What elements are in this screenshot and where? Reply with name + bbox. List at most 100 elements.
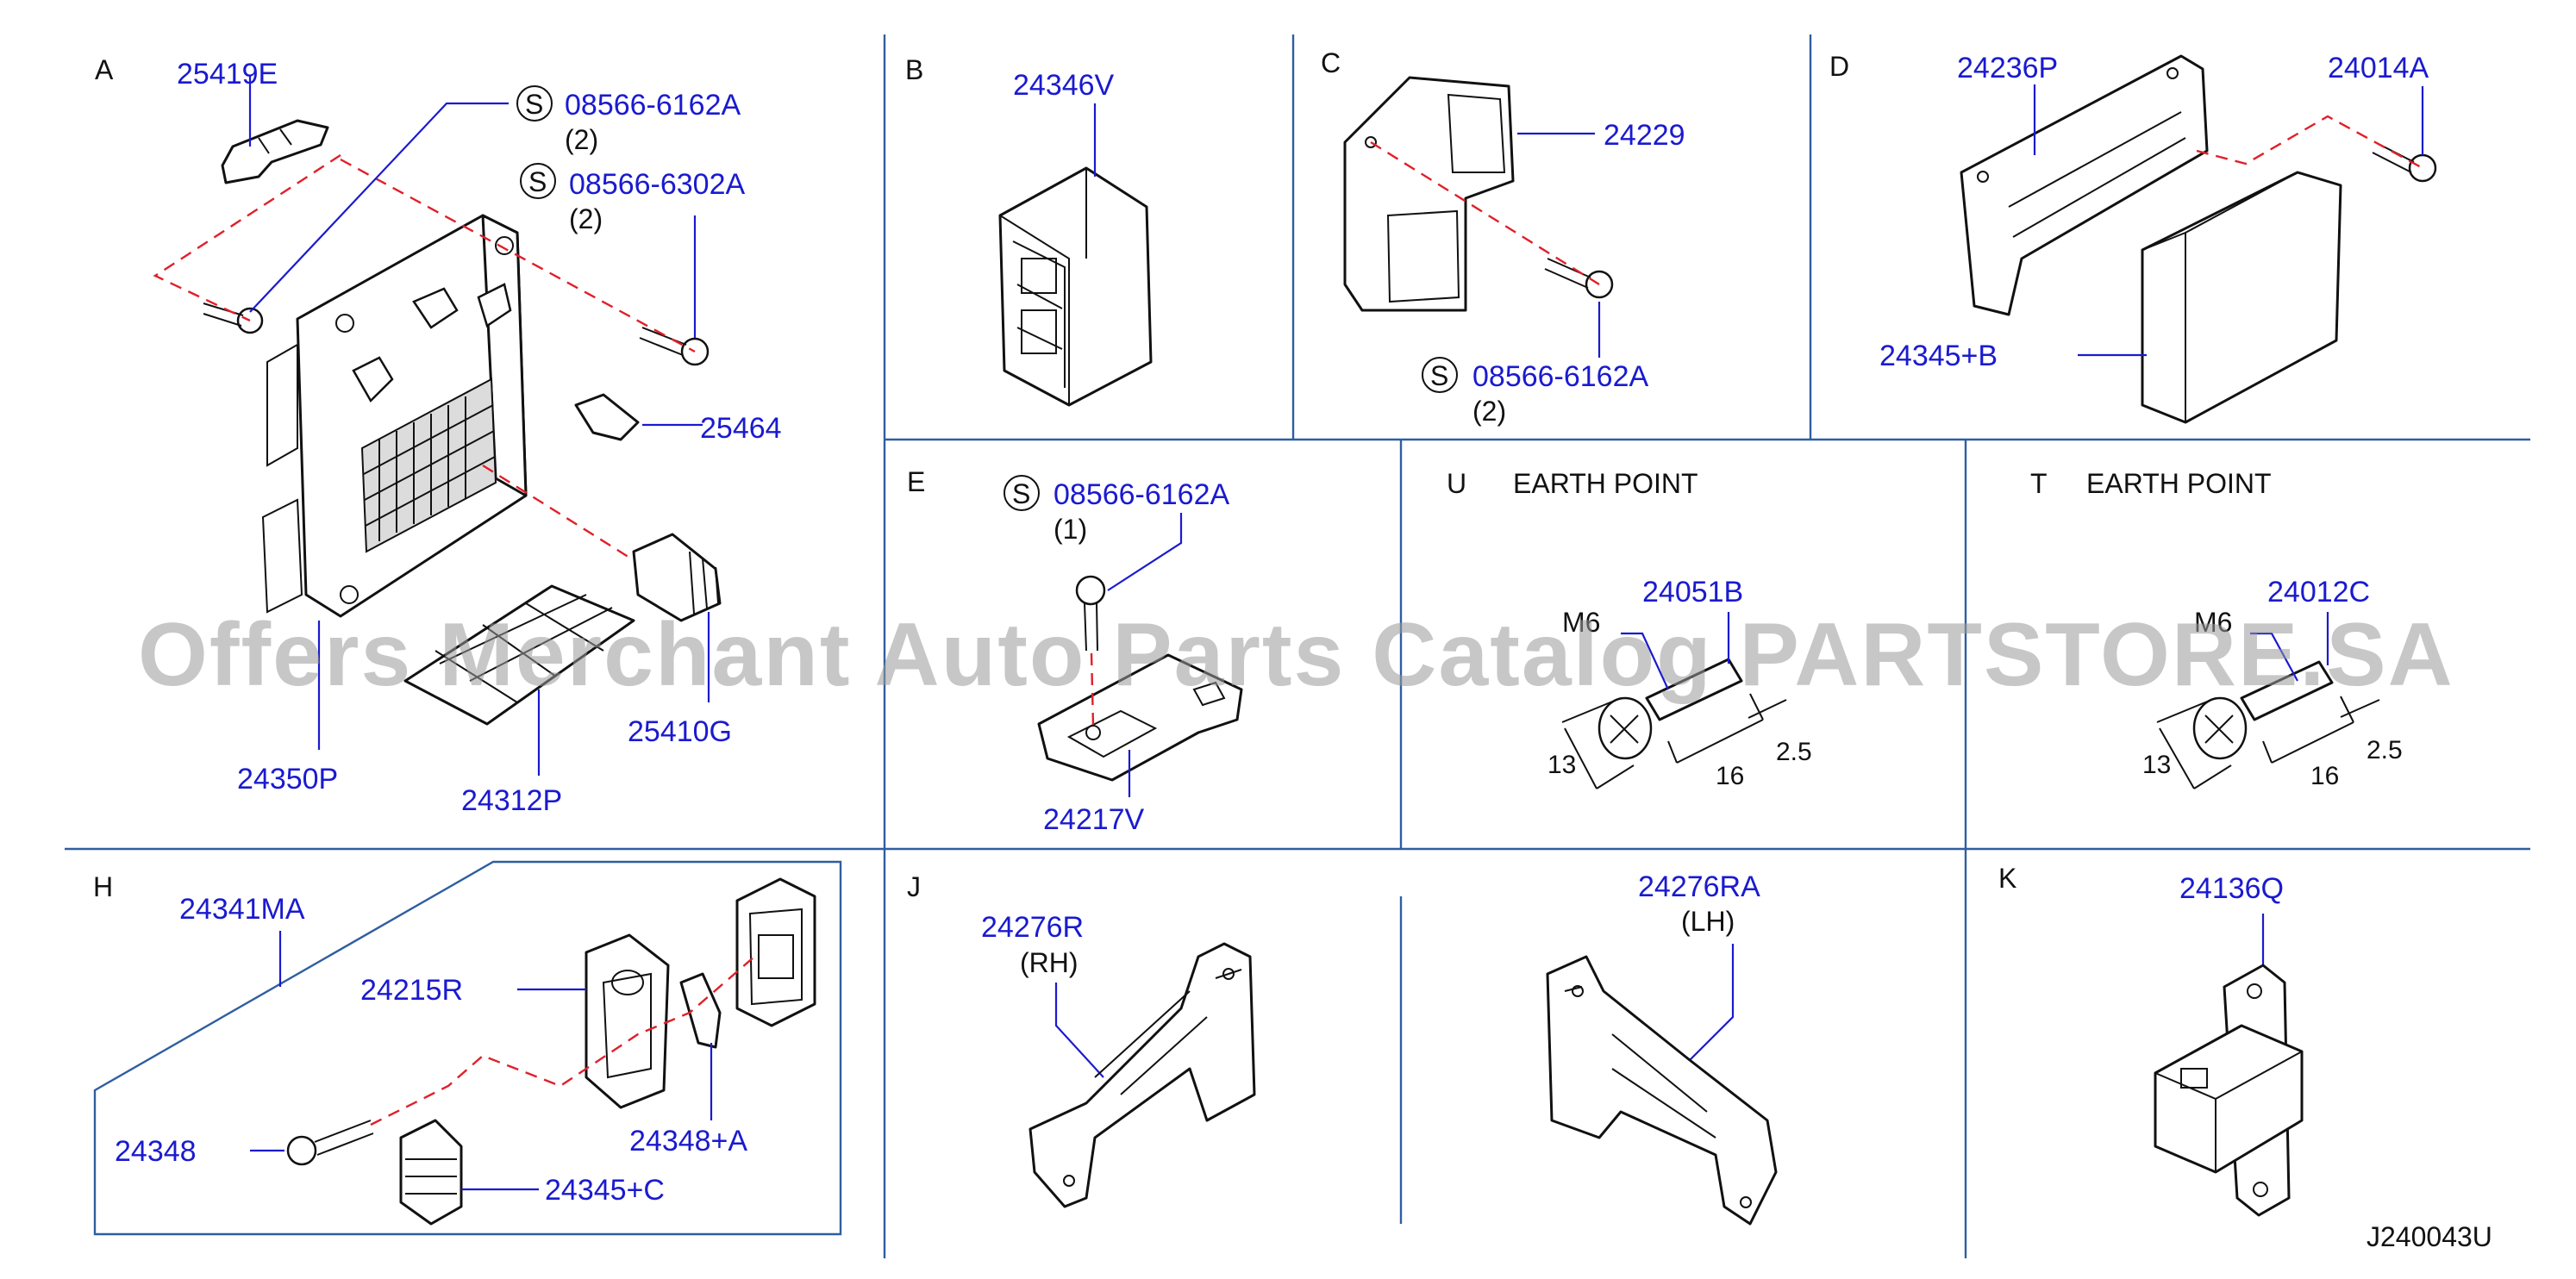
- section-label-h: H: [93, 871, 113, 902]
- dim-13-u: 13: [1547, 751, 1576, 779]
- bracket-24229-drawing: [1343, 76, 1515, 312]
- section-label-a: A: [95, 54, 114, 85]
- dim-line-25-t: [2340, 699, 2380, 718]
- thread-t: M6: [2194, 607, 2232, 638]
- s-mark-a2: S: [528, 166, 547, 197]
- dashed-guide-a3: [482, 464, 635, 562]
- bracket-24236p-drawing: [1960, 54, 2209, 316]
- section-label-e: E: [907, 466, 925, 497]
- dashed-guide-a2: [340, 158, 696, 353]
- section-e: E S 08566-6162A (1) 24217V: [907, 466, 1243, 836]
- part-08566-6302a[interactable]: 08566-6302A: [569, 168, 746, 201]
- diagram-code: J240043U: [2367, 1221, 2492, 1252]
- part-24276ra[interactable]: 24276RA: [1638, 870, 1760, 903]
- bolt-6302-drawing: [639, 327, 710, 366]
- part-24345c[interactable]: 24345+C: [545, 1174, 665, 1207]
- part-24350p[interactable]: 24350P: [237, 763, 338, 795]
- part-24348a[interactable]: 24348+A: [629, 1125, 747, 1157]
- part-24345b[interactable]: 24345+B: [1879, 340, 1998, 372]
- part-24051b[interactable]: 24051B: [1642, 576, 1743, 608]
- connector-24346v-drawing: [998, 166, 1153, 407]
- part-24236p[interactable]: 24236P: [1957, 52, 2058, 84]
- section-k: K 24136Q: [1998, 863, 2304, 1217]
- dashed-guide-a1: [153, 153, 341, 322]
- watermark: Offers Merchant Auto Parts Catalog PARTS…: [138, 605, 2454, 705]
- fuse-25464-drawing: [574, 393, 640, 441]
- section-title-u: EARTH POINT: [1513, 468, 1698, 499]
- bracket-24217v-drawing: [1037, 653, 1243, 782]
- dim-line-16-t: [2262, 696, 2354, 764]
- dim-line-16-u: [1667, 693, 1764, 764]
- h-frame: [93, 860, 842, 1236]
- lh-label: (LH): [1681, 906, 1735, 937]
- section-t: T EARTH POINT 24012C M6 13 16 2.5: [2030, 468, 2403, 790]
- s-mark-c: S: [1430, 360, 1448, 391]
- section-c: C 24229 S 08566-6162A (2): [1321, 47, 1685, 427]
- section-label-k: K: [1998, 863, 2016, 894]
- part-08566-6162a-a[interactable]: 08566-6162A: [565, 89, 741, 122]
- s-mark-e: S: [1012, 478, 1030, 509]
- s-mark-a1: S: [525, 89, 543, 120]
- bolt-24348-drawing: [286, 1120, 374, 1166]
- rh-label: (RH): [1020, 947, 1079, 978]
- section-j: J 24276R (RH) 24276RA (LH): [907, 870, 1778, 1226]
- part-08566-6162a-c[interactable]: 08566-6162A: [1472, 360, 1649, 393]
- clip-25419e-drawing: [221, 119, 329, 184]
- section-h: H 24341MA 24215R 24348 24348+A: [93, 860, 842, 1236]
- dim-16-u: 16: [1716, 762, 1744, 790]
- section-u: U EARTH POINT 24051B M6 13 16 2.5: [1447, 468, 1812, 790]
- part-24012c[interactable]: 24012C: [2267, 576, 2370, 608]
- earth-bolt-u-drawing: [1597, 658, 1743, 760]
- section-a: A: [95, 54, 782, 817]
- bracket-24215r-drawing: [585, 933, 670, 1109]
- part-24014a[interactable]: 24014A: [2328, 52, 2429, 84]
- connector-24345c-drawing: [399, 1119, 463, 1226]
- part-25410g[interactable]: 25410G: [628, 715, 732, 748]
- part-25419e[interactable]: 25419E: [177, 58, 278, 90]
- part-24136q[interactable]: 24136Q: [2179, 872, 2284, 905]
- bolt-24014a-drawing: [2372, 141, 2437, 183]
- bolt-24229-drawing: [1544, 258, 1614, 299]
- section-b: B 24346V: [905, 54, 1153, 407]
- section-label-u: U: [1447, 468, 1466, 499]
- part-24215r[interactable]: 24215R: [360, 974, 463, 1007]
- bracket-24276ra-drawing: [1546, 955, 1778, 1226]
- part-24217v[interactable]: 24217V: [1043, 803, 1145, 836]
- qty-e: (1): [1054, 514, 1087, 545]
- connector-25410g-drawing: [632, 533, 722, 622]
- thread-u: M6: [1562, 607, 1600, 638]
- dim-line-13-t: [2156, 697, 2232, 789]
- part-24348[interactable]: 24348: [115, 1135, 197, 1168]
- ecu-24345b-drawing: [2141, 171, 2342, 424]
- section-label-j: J: [907, 871, 921, 902]
- cover-24312p-drawing: [403, 584, 635, 726]
- section-label-t: T: [2030, 468, 2048, 499]
- dim-16-t: 16: [2310, 762, 2339, 790]
- section-grid: [65, 34, 2530, 1258]
- part-24276r[interactable]: 24276R: [981, 911, 1084, 944]
- bracket-24276r-drawing: [1029, 942, 1256, 1208]
- qty-c: (2): [1472, 396, 1506, 427]
- bolt-e-drawing: [1075, 575, 1106, 652]
- section-title-t: EARTH POINT: [2086, 468, 2272, 499]
- part-24341ma[interactable]: 24341MA: [179, 893, 305, 926]
- section-d: D 24236P 24014A 24345+B: [1829, 51, 2437, 424]
- qty-6162-a: (2): [565, 124, 598, 155]
- clip-24348a-drawing: [679, 972, 722, 1049]
- part-24229[interactable]: 24229: [1604, 119, 1685, 152]
- connector-housing-drawing: [735, 877, 816, 1027]
- dim-25-u: 2.5: [1776, 738, 1812, 766]
- bracket-24136q-drawing: [2154, 964, 2304, 1217]
- part-25464[interactable]: 25464: [700, 412, 782, 445]
- dim-line-25-u: [1748, 699, 1787, 719]
- dim-25-t: 2.5: [2367, 736, 2403, 764]
- section-label-b: B: [905, 54, 923, 85]
- dim-13-t: 13: [2142, 751, 2171, 779]
- part-08566-6162a-e[interactable]: 08566-6162A: [1054, 478, 1230, 511]
- section-label-c: C: [1321, 47, 1341, 78]
- fuse-block-drawing: [261, 214, 528, 618]
- part-24312p[interactable]: 24312P: [461, 784, 562, 817]
- part-24346v[interactable]: 24346V: [1013, 69, 1115, 102]
- dim-line-13-u: [1561, 697, 1635, 789]
